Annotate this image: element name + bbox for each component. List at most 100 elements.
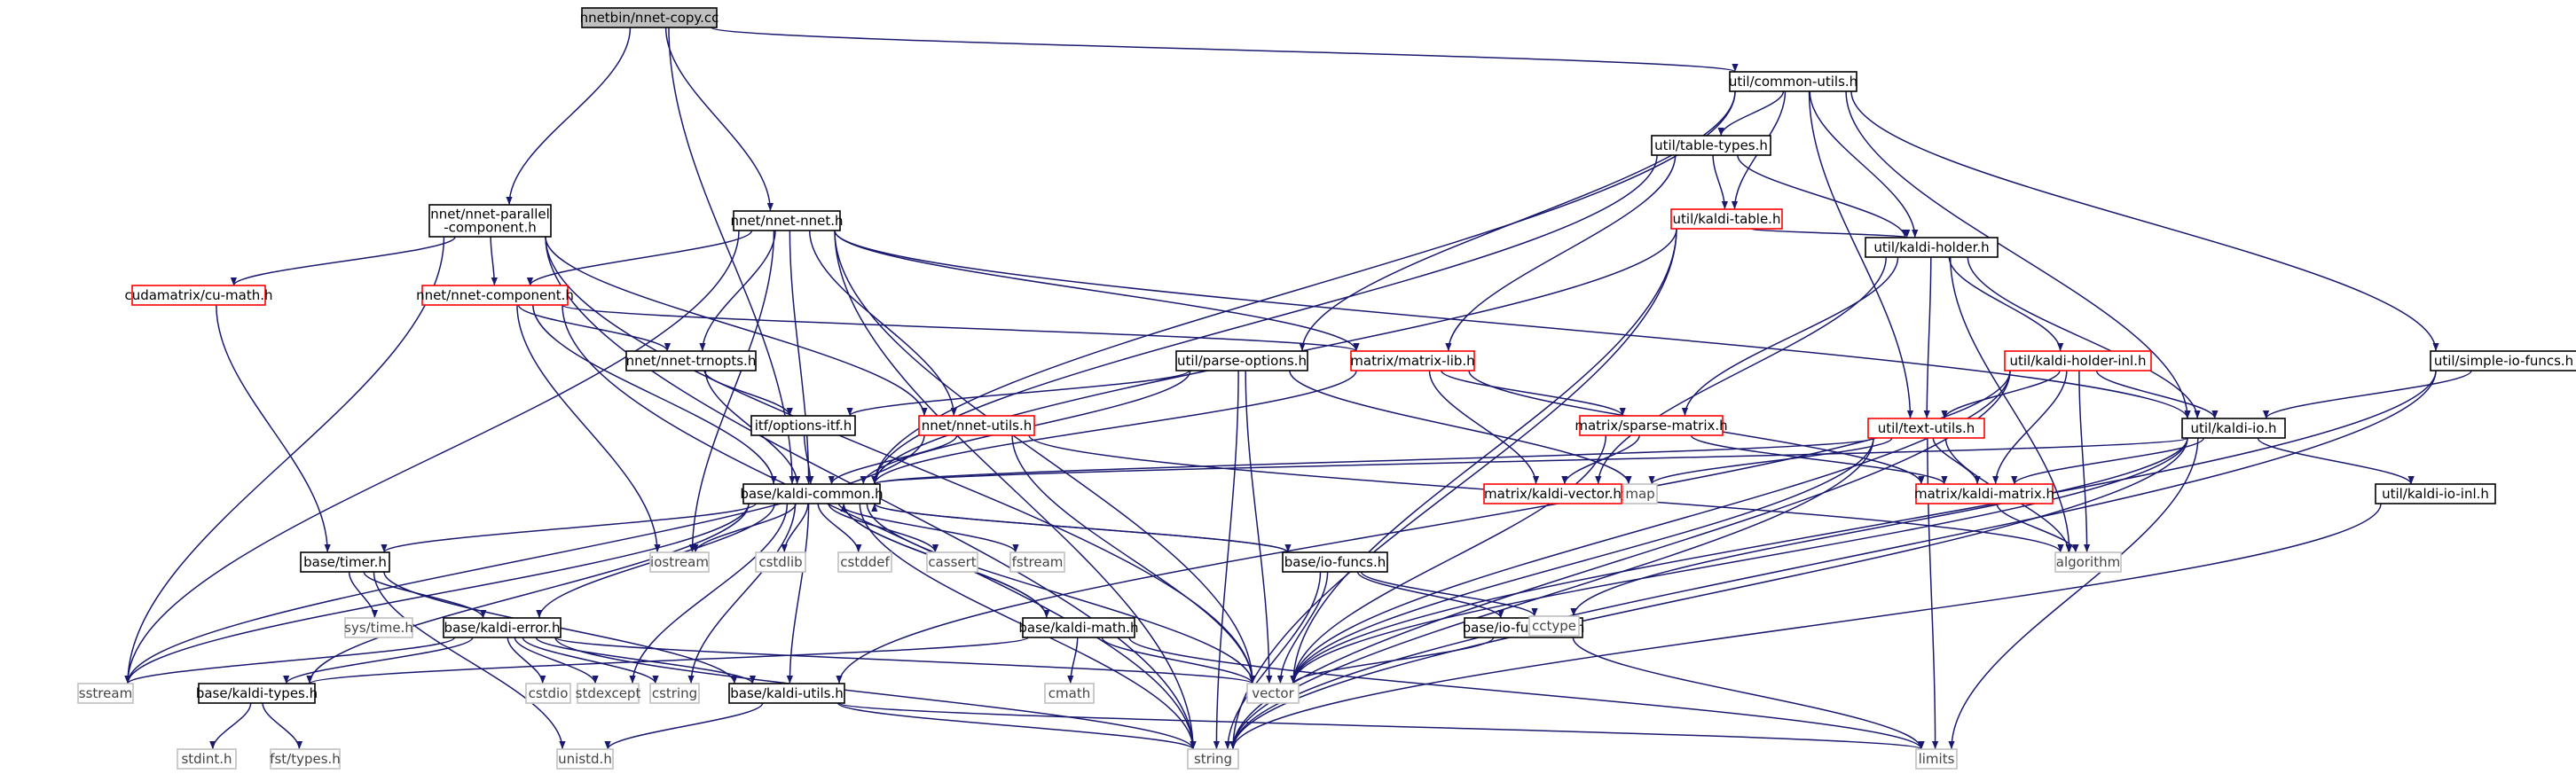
- edge-matrix-lib-to-kaldi-vector: [1428, 370, 1540, 485]
- node-label: util/common-utils.h: [1729, 74, 1857, 90]
- edge-kaldi-matrix-to-algorithm: [1996, 503, 2079, 553]
- node-box: [1022, 617, 1135, 638]
- edge-io-funcs-to-kaldi-common: [871, 503, 1289, 553]
- node-nnet-nnet[interactable]: nnet/nnet-nnet.h: [730, 210, 844, 231]
- node-label: matrix/kaldi-vector.h: [1484, 486, 1622, 502]
- node-util-kaldi-io[interactable]: util/kaldi-io.h: [2181, 418, 2286, 439]
- edge-kaldi-common-to-kaldi-utils: [786, 503, 810, 684]
- node-box: [1528, 615, 1580, 637]
- node-kaldi-holder-inl[interactable]: util/kaldi-holder-inl.h: [2004, 350, 2152, 371]
- edge-parse-options-to-vector: [1245, 370, 1273, 684]
- edge-kaldi-holder-inl-to-kaldi-matrix: [1992, 370, 2068, 485]
- node-kaldi-error[interactable]: base/kaldi-error.h: [443, 617, 562, 638]
- node-kaldi-common[interactable]: base/kaldi-common.h: [740, 483, 884, 504]
- node-nnet-trnopts[interactable]: nnet/nnet-trnopts.h: [625, 350, 757, 371]
- node-limits: limits: [1915, 748, 1958, 770]
- node-cstring: cstring: [649, 683, 700, 704]
- edge-nnet-nnet-to-nnet-component: [526, 230, 753, 286]
- node-cstdio: cstdio: [525, 683, 571, 704]
- node-matrix-lib[interactable]: matrix/matrix-lib.h: [1350, 350, 1475, 371]
- edge-nnet-utils-to-vector: [1011, 434, 1256, 684]
- node-cu-math[interactable]: cudamatrix/cu-math.h: [124, 285, 273, 306]
- node-kaldi-types[interactable]: base/kaldi-types.h: [196, 683, 318, 704]
- node-box: [556, 748, 614, 770]
- node-label: util/parse-options.h: [1177, 353, 1307, 369]
- node-box: [918, 415, 1035, 436]
- node-kaldi-utils[interactable]: base/kaldi-utils.h: [728, 683, 845, 704]
- edge-nnet-component-to-matrix-lib: [562, 304, 1360, 352]
- edge-sparse-matrix-to-kaldi-matrix: [1690, 434, 1948, 485]
- edge-kaldi-utils-to-limits: [838, 702, 1924, 750]
- node-label: unistd.h: [558, 751, 612, 767]
- node-label: nnet/nnet-component.h: [416, 287, 574, 303]
- edge-io-funcs-to-cctype: [1360, 571, 1538, 617]
- node-label: nnet/nnet-utils.h: [922, 418, 1033, 434]
- node-io-funcs[interactable]: base/io-funcs.h: [1282, 551, 1388, 573]
- node-box: [1044, 683, 1095, 704]
- node-parse-options[interactable]: util/parse-options.h: [1175, 350, 1308, 371]
- node-cctype: cctype: [1528, 615, 1580, 637]
- node-timer[interactable]: base/timer.h: [300, 551, 390, 573]
- node-nnet-copy[interactable]: nnetbin/nnet-copy.cc: [580, 7, 719, 28]
- node-kaldi-vector[interactable]: matrix/kaldi-vector.h: [1483, 483, 1622, 504]
- edge-matrix-lib-to-kaldi-common: [871, 370, 1357, 485]
- node-box: [1246, 683, 1300, 704]
- node-label: nnet/nnet-trnopts.h: [626, 353, 757, 369]
- edge-kaldi-holder-to-text-utils: [1923, 256, 1932, 419]
- node-label: vector: [1252, 685, 1294, 701]
- edge-cu-math-to-timer: [216, 304, 331, 553]
- node-box: [1187, 748, 1239, 770]
- edges-layer: [124, 27, 2472, 750]
- node-table-types[interactable]: util/table-types.h: [1651, 135, 1771, 156]
- node-label: cstdio: [529, 685, 569, 701]
- node-kaldi-math[interactable]: base/kaldi-math.h: [1018, 617, 1139, 638]
- node-nnet-utils[interactable]: nnet/nnet-utils.h: [918, 415, 1035, 436]
- node-kaldi-table[interactable]: util/kaldi-table.h: [1670, 208, 1783, 230]
- node-box: [1915, 483, 2054, 504]
- node-kaldi-matrix[interactable]: matrix/kaldi-matrix.h: [1914, 483, 2054, 504]
- node-kaldi-holder[interactable]: util/kaldi-holder.h: [1865, 237, 1999, 258]
- edge-io-funcs-to-io-funcs-inl: [1356, 571, 1504, 619]
- node-cstddef: cstddef: [837, 551, 892, 573]
- edge-nnet-nnet-to-kaldi-common: [789, 230, 813, 485]
- edge-kaldi-holder-to-util-kaldi-io: [1967, 256, 2201, 419]
- node-simple-io-funcs[interactable]: util/simple-io-funcs.h: [2430, 350, 2576, 371]
- node-box: [344, 617, 413, 638]
- node-label: base/kaldi-common.h: [740, 486, 883, 502]
- node-algorithm: algorithm: [2054, 551, 2122, 573]
- node-box: [750, 415, 856, 436]
- nodes-layer: nnetbin/nnet-copy.cc util/common-utils.h u…: [77, 7, 2576, 770]
- edge-kaldi-error-to-stdexcept: [514, 637, 599, 684]
- edge-io-funcs-to-string: [1224, 571, 1322, 750]
- node-nnet-component[interactable]: nnet/nnet-component.h: [416, 285, 574, 306]
- node-label: cctype: [1532, 618, 1576, 634]
- node-label: limits: [1919, 751, 1955, 767]
- node-label: matrix/kaldi-matrix.h: [1914, 486, 2054, 502]
- node-label: base/kaldi-error.h: [444, 620, 561, 636]
- node-sparse-matrix[interactable]: matrix/sparse-matrix.h: [1575, 415, 1728, 436]
- edge-kaldi-error-to-string: [554, 637, 1197, 750]
- node-label: cudamatrix/cu-math.h: [124, 287, 272, 303]
- edge-timer-to-unistd: [373, 571, 566, 750]
- edge-nnet-copy-to-nnet-parallel: [506, 27, 632, 206]
- node-stdexcept: stdexcept: [576, 683, 640, 704]
- edge-nnet-parallel-to-vector: [545, 236, 1256, 684]
- node-options-itf[interactable]: itf/options-itf.h: [750, 415, 856, 436]
- edge-kaldi-common-to-vector: [866, 503, 1256, 684]
- node-box: [2375, 483, 2496, 504]
- edge-kaldi-common-to-cassert: [828, 503, 939, 553]
- node-common-utils[interactable]: util/common-utils.h: [1729, 71, 1857, 92]
- edge-nnet-nnet-to-nnet-trnopts: [699, 230, 776, 352]
- node-box: [1915, 748, 1958, 770]
- node-label: nnetbin/nnet-copy.cc: [580, 10, 719, 26]
- node-kaldi-io-inl[interactable]: util/kaldi-io-inl.h: [2375, 483, 2496, 504]
- node-fst-types: fst/types.h: [270, 748, 341, 770]
- node-cstdlib: cstdlib: [755, 551, 806, 573]
- node-text-utils[interactable]: util/text-utils.h: [1867, 418, 1985, 439]
- edge-text-utils-to-map: [1648, 437, 1893, 485]
- edge-timer-to-kaldi-error: [363, 571, 487, 619]
- edge-kaldi-holder-to-kaldi-vector: [1595, 256, 1888, 485]
- node-box: [581, 7, 718, 28]
- node-nnet-parallel[interactable]: nnet/nnet-parallel-component.h: [428, 204, 552, 238]
